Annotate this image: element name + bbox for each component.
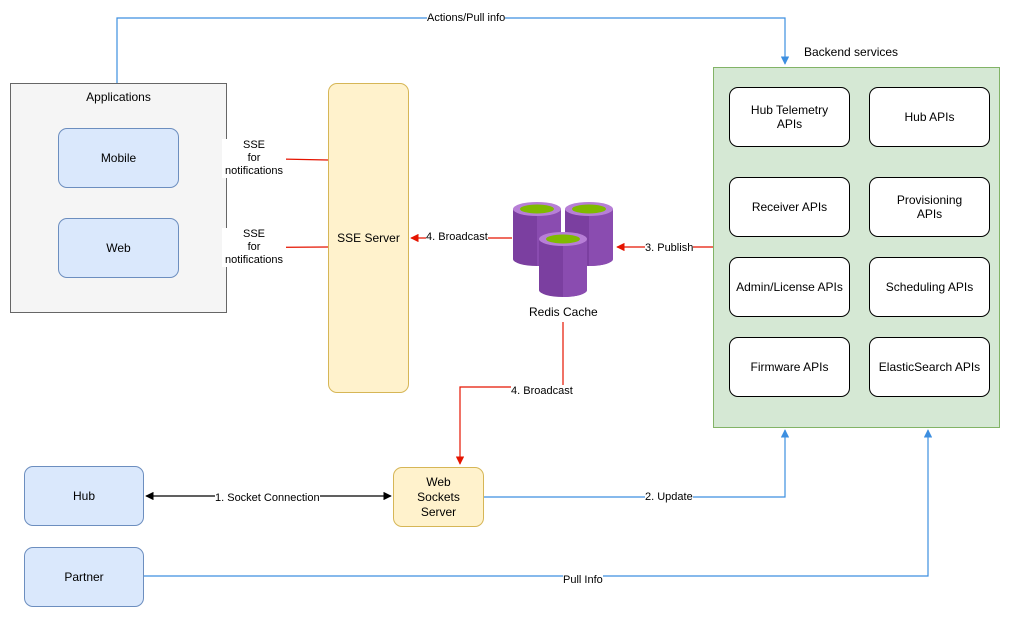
applications-container — [10, 83, 227, 313]
sse-server-node[interactable]: SSE Server — [328, 83, 409, 393]
label-publish: 3. Publish — [645, 242, 694, 255]
backend-title: Backend services — [804, 45, 899, 59]
label-pull-info: Pull Info — [563, 574, 603, 587]
label-broadcast-ws: 4. Broadcast — [511, 385, 573, 398]
firmware-apis-node[interactable]: Firmware APIs — [729, 337, 850, 397]
label-socket-connection: 1. Socket Connection — [215, 492, 320, 505]
label-sse-mobile: SSE for notifications — [222, 139, 286, 178]
websockets-server-node[interactable]: Web Sockets Server — [393, 467, 484, 527]
label-sse-web: SSE for notifications — [222, 228, 286, 267]
mobile-node[interactable]: Mobile — [58, 128, 179, 188]
scheduling-apis-node[interactable]: Scheduling APIs — [869, 257, 990, 317]
elasticsearch-apis-node[interactable]: ElasticSearch APIs — [869, 337, 990, 397]
partner-node[interactable]: Partner — [24, 547, 144, 607]
hub-apis-node[interactable]: Hub APIs — [869, 87, 990, 147]
label-update: 2. Update — [645, 491, 693, 504]
provisioning-apis-node[interactable]: Provisioning APIs — [869, 177, 990, 237]
redis-cylinder-front — [539, 232, 587, 297]
redis-cache-label: Redis Cache — [529, 305, 598, 319]
redis-cache-icon — [513, 202, 613, 297]
edge-actions-pull — [116, 17, 790, 83]
edge-update — [484, 429, 790, 498]
applications-title: Applications — [86, 90, 151, 104]
label-actions-pull-info: Actions/Pull info — [427, 12, 506, 25]
hub-telemetry-apis-node[interactable]: Hub Telemetry APIs — [729, 87, 850, 147]
admin-license-apis-node[interactable]: Admin/License APIs — [729, 257, 850, 317]
label-broadcast-sse: 4. Broadcast — [426, 231, 488, 244]
web-node[interactable]: Web — [58, 218, 179, 278]
edge-pull-info — [144, 429, 933, 577]
hub-node[interactable]: Hub — [24, 466, 144, 526]
receiver-apis-node[interactable]: Receiver APIs — [729, 177, 850, 237]
